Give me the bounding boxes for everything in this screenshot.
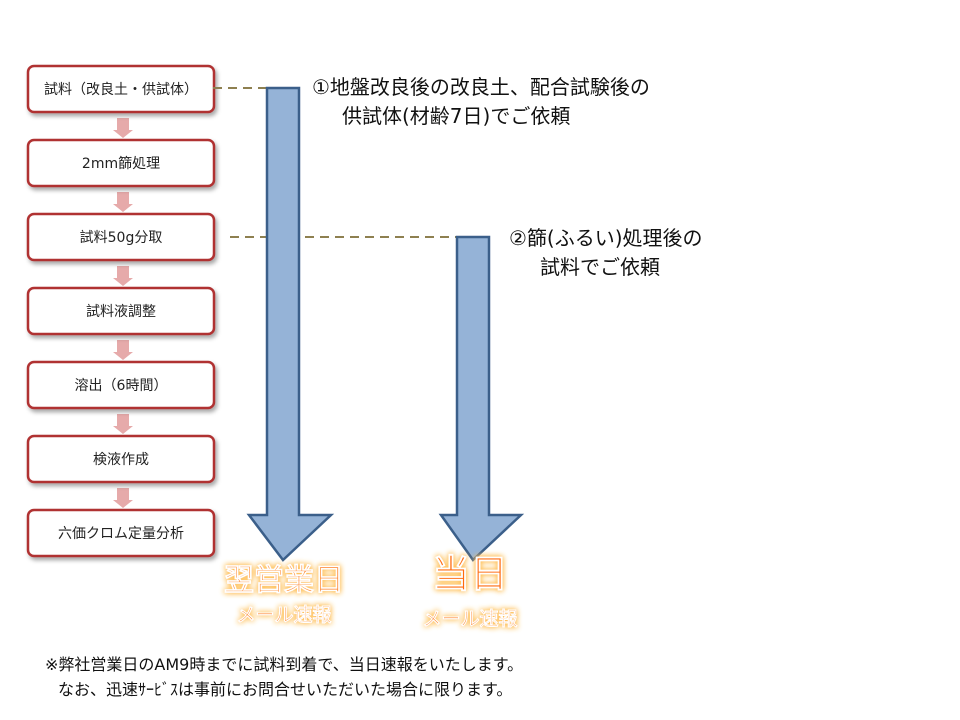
- step-connectors: [113, 118, 133, 508]
- short-arrow: [438, 235, 525, 562]
- step-box-frame: [26, 360, 216, 410]
- step-box: 試料（改良土・供試体）: [26, 64, 216, 114]
- footer-note-2: なお、迅速ｻｰﾋﾞｽは事前にお問合せいただいた場合に限ります。: [58, 680, 512, 699]
- step-connector-arrow: [113, 488, 133, 508]
- step-connector-arrow: [113, 414, 133, 434]
- step-box-frame: [26, 286, 216, 336]
- note-1-line-1: ①地盤改良後の改良土、配合試験後の: [312, 75, 650, 99]
- note-2-line-2: 試料でご依頼: [540, 255, 660, 279]
- step-box-frame: [26, 434, 216, 484]
- step-connector-arrow: [113, 340, 133, 360]
- footer-note-1: ※弊社営業日のAM9時までに試料到着で、当日速報をいたします。: [45, 655, 523, 674]
- step-box: 六価クロム定量分析: [26, 508, 216, 558]
- step-label: 試料50g分取: [80, 230, 163, 246]
- step-label: 検液作成: [93, 452, 149, 468]
- step-label: 試料液調整: [86, 304, 156, 320]
- badge-next-day: 翌営業日: [224, 563, 344, 598]
- long-arrow: [246, 86, 335, 562]
- step-label: 六価クロム定量分析: [58, 526, 184, 542]
- step-label: 試料（改良土・供試体）: [44, 82, 198, 98]
- step-box: 2mm篩処理: [26, 138, 216, 188]
- note-1-line-2: 供試体(材齢7日)でご依頼: [342, 104, 570, 128]
- step-box: 試料50g分取: [26, 212, 216, 262]
- badge-same-day-sub: メール速報: [422, 607, 518, 630]
- step-box: 検液作成: [26, 434, 216, 484]
- step-box: 溶出（6時間）: [26, 360, 216, 410]
- step-box-frame: [26, 138, 216, 188]
- step-connector-arrow: [113, 192, 133, 212]
- step-label: 溶出（6時間）: [75, 378, 168, 394]
- step-box-frame: [26, 508, 216, 558]
- step-label: 2mm篩処理: [82, 156, 160, 172]
- step-box-frame: [26, 212, 216, 262]
- note-2-line-1: ②篩(ふるい)処理後の: [509, 226, 703, 250]
- badge-next-day-sub: メール速報: [236, 603, 332, 626]
- step-box: 試料液調整: [26, 286, 216, 336]
- step-connector-arrow: [113, 266, 133, 286]
- badge-same-day: 当日: [432, 552, 508, 596]
- step-connector-arrow: [113, 118, 133, 138]
